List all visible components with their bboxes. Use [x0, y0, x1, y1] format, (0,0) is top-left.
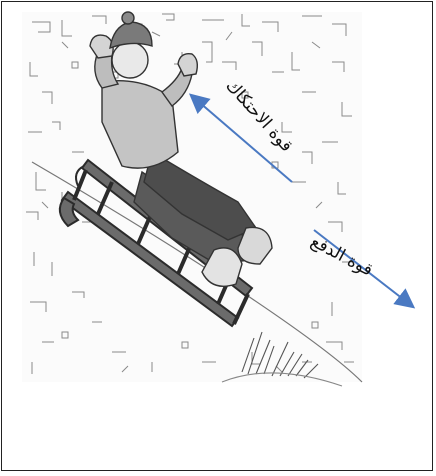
diagram-frame: قوة الاحتكاك قوة الدفع — [1, 1, 433, 471]
